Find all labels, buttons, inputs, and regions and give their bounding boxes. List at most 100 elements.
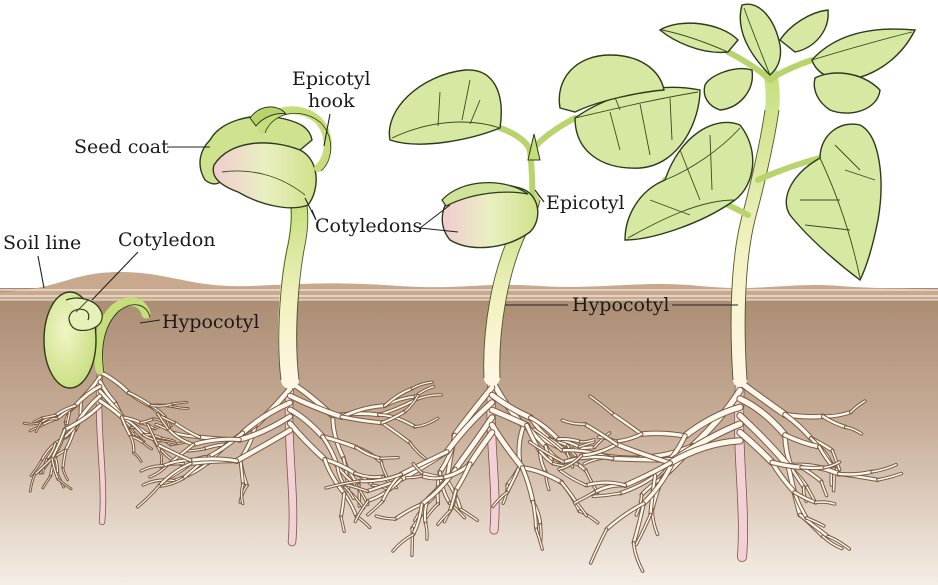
stage4-roots-segment-fill [827, 535, 851, 550]
stage3-roots-segment-fill [448, 489, 457, 512]
stage1-roots-segment-fill [54, 404, 76, 417]
label-epicotyl-hook-line1: Epicotyl [292, 68, 371, 90]
stage2-roots-segment-fill [414, 417, 439, 428]
stage2-roots-segment-fill [167, 427, 195, 446]
stage2-roots-segment-fill [354, 472, 384, 479]
stage4-leaf-top-right [811, 28, 917, 81]
stage4-roots-segment-fill [814, 501, 836, 505]
stage4-roots-segment-fill [615, 432, 643, 443]
stage3-roots-segment-fill [560, 481, 578, 504]
stage3-roots-segment-fill [579, 439, 595, 443]
stage3-roots-segment-fill [358, 473, 402, 483]
stage4-stem [731, 65, 780, 387]
stage3-roots-segment-fill [405, 475, 423, 479]
stage4-leaf-mid-right [813, 72, 881, 114]
stage3-roots-segment-fill [535, 528, 543, 550]
stage4-roots-segment-fill [837, 470, 874, 476]
stage3-roots-segment-fill [520, 466, 535, 504]
stage4-roots-segment-fill [849, 400, 866, 413]
leader-soil-line [37, 255, 45, 289]
soil-mound [0, 272, 938, 300]
stage4-roots-segment-fill [820, 480, 828, 497]
stage2-roots-segment-fill [147, 424, 158, 446]
stage4-roots-segment-fill [806, 486, 816, 502]
stage4-roots-segment-fill [682, 404, 743, 439]
stage4-roots-segment-fill [822, 535, 843, 550]
stage2-roots-segment-fill [240, 483, 244, 505]
stage4-roots-segment-fill [528, 441, 565, 463]
stage4-roots-segment-fill [589, 395, 613, 415]
stage3-roots-segment-fill [375, 515, 396, 520]
stage4-roots-segment-fill [635, 513, 652, 546]
stage4-roots-segment-fill [877, 472, 903, 481]
stage2-roots-segment-fill [381, 421, 411, 444]
stage3-roots-segment-fill [367, 500, 383, 516]
stage4-roots-segment-fill [573, 491, 596, 504]
label-hypocotyl-1: Hypocotyl [162, 311, 259, 333]
stage1-roots-segment-fill [161, 437, 175, 442]
stage2-roots-segment-fill [323, 458, 346, 495]
stage3-roots-segment-fill [467, 430, 495, 467]
stage3-roots-segment-fill [325, 480, 360, 489]
stage2-roots-segment-fill [331, 414, 345, 460]
stage4-roots-segment-fill [790, 468, 805, 489]
stage1-roots-segment-fill [120, 416, 132, 438]
stage2-roots-segment-fill [157, 413, 169, 430]
stage4-roots-segment-fill [589, 528, 608, 564]
stage4-roots-segment-fill [821, 415, 847, 429]
stage4-leaf-right [785, 123, 882, 282]
stage2-roots-segment-fill [140, 465, 164, 472]
stage3-roots-segment-fill [492, 491, 508, 508]
stage4-roots-segment-fill [614, 442, 672, 465]
stage4-roots-segment-fill [783, 433, 821, 449]
stage2-roots-segment-fill [340, 516, 345, 533]
stage4-roots-segment-fill [805, 517, 825, 527]
stage2-roots-segment-fill [409, 442, 426, 459]
label-epicotyl-hook-line2: hook [308, 90, 355, 112]
stage4-roots-segment-fill [844, 426, 863, 435]
stage4-roots-segment-fill [799, 513, 830, 538]
label-soil-line: Soil line [3, 232, 81, 254]
stage3-roots-segment-fill [531, 500, 538, 530]
stage3-roots-segment-fill [454, 462, 472, 493]
stage2-roots-segment-fill [156, 443, 192, 462]
stage3-roots-segment-fill [460, 508, 478, 521]
stage4-roots-segment-fill [632, 502, 645, 545]
stage2-roots-segment-fill [240, 400, 293, 435]
stage2-roots-segment-fill [381, 410, 407, 424]
stage3-roots-segment-fill [412, 462, 423, 474]
stage3-roots-segment-fill [453, 415, 495, 472]
stage4-roots-segment-fill [783, 412, 813, 441]
stage1-roots-segment-fill [57, 479, 72, 490]
stage1-roots-segment-fill [51, 457, 59, 480]
stage1-hypocotyl [94, 297, 151, 375]
stage3-leaf-back [558, 54, 665, 113]
stage1-roots-segment-fill [29, 474, 35, 492]
stage1-roots-segment-fill [98, 399, 124, 419]
stage2-roots-segment-fill [189, 457, 238, 463]
root-systems [22, 368, 904, 573]
stage2-roots-segment-fill [191, 437, 241, 446]
stage4-roots-segment-fill [737, 396, 788, 438]
stage-2-hook [199, 106, 332, 389]
stage3-roots-segment-fill [392, 533, 414, 552]
stage2-roots-segment-fill [160, 477, 184, 487]
stage1-roots-segment-fill [142, 434, 162, 442]
stage2-hypocotyl [278, 191, 309, 389]
stage1-roots-segment-fill [23, 422, 40, 425]
stage4-roots-segment-fill [562, 455, 614, 464]
stage2-roots-segment-fill [173, 421, 201, 438]
stage4-roots-segment-fill [737, 429, 775, 465]
label-hypocotyl-2: Hypocotyl [572, 294, 669, 316]
stage1-roots-segment-fill [150, 403, 174, 407]
stage3-roots-segment-fill [575, 501, 588, 517]
stage3-roots-segment-fill [529, 416, 560, 441]
stage1-roots-segment-fill [63, 404, 102, 432]
stage2-roots-segment-fill [234, 428, 293, 463]
stage4-roots-segment-fill [770, 460, 804, 470]
stage1-roots-segment-fill [29, 424, 43, 432]
stage3-roots-segment-fill [489, 392, 533, 420]
stage3-roots-segment-fill [412, 503, 423, 536]
stage1-roots-segment-fill [160, 440, 177, 444]
